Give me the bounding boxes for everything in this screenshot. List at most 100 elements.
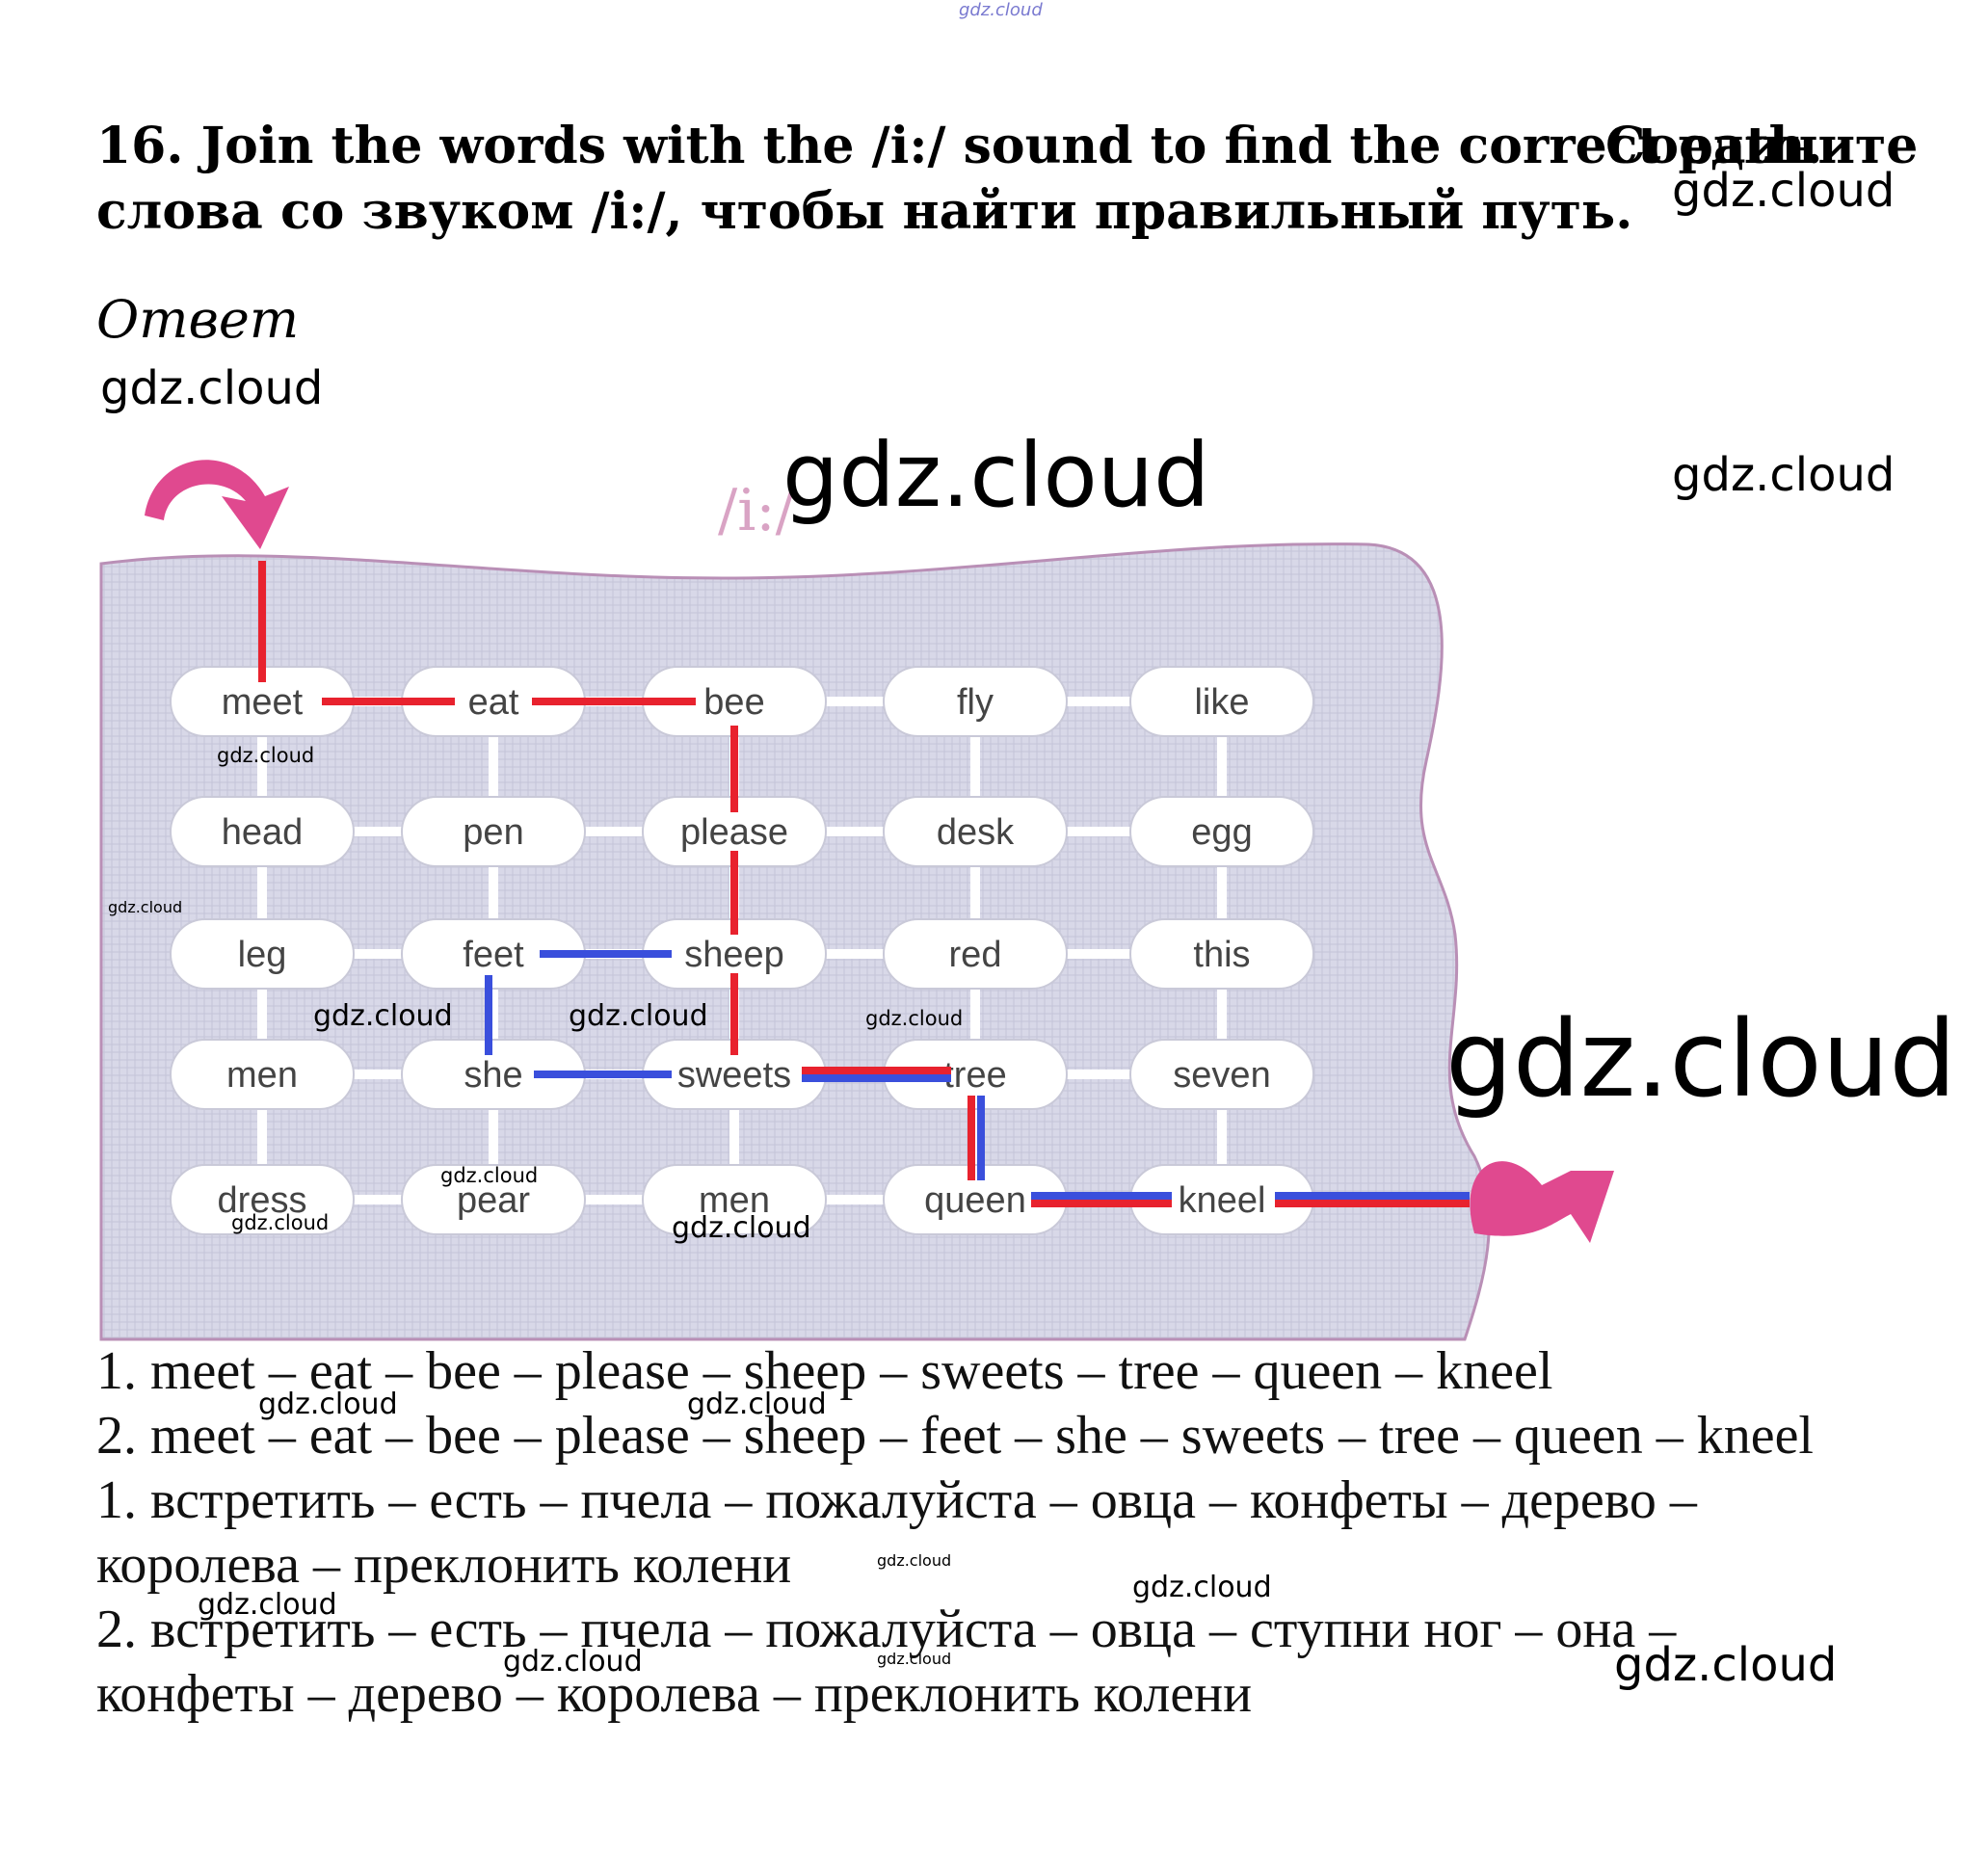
word-cell: kneel [1129,1164,1314,1235]
task-statement: 16. Join the words with the /i:/ sound t… [96,114,1918,241]
word-cell: tree [883,1039,1068,1110]
word-label: she [464,1055,522,1096]
watermark: gdz.cloud [440,1164,539,1187]
word-cell: pear [401,1164,586,1235]
word-label: eat [468,682,519,723]
word-label: bee [703,682,764,723]
word-pill [1129,666,1314,737]
word-pill [401,796,586,867]
answer-label: Ответ [96,289,300,350]
watermark: gdz.cloud [865,1007,964,1030]
task-russian-start: Соедините [1605,117,1919,175]
word-cell: please [642,796,827,867]
watermark: gdz.cloud [1132,1571,1272,1604]
word-label: dress [218,1180,307,1221]
task-english: 16. Join the words with the /i:/ sound t… [96,117,1823,175]
watermark: gdz.cloud [217,744,315,767]
answer-path-1-ru-line2: королева – преклонить колени [96,1535,792,1595]
watermark: gdz.cloud [569,999,708,1033]
word-pill [170,1039,355,1110]
word-label: desk [937,812,1015,853]
word-pill [401,1164,586,1235]
top-watermark: gdz.cloud [959,0,1043,20]
word-label: pen [463,812,523,853]
watermark: gdz.cloud [503,1645,643,1679]
answer-path-2-ru-line2: конфеты – дерево – королева – преклонить… [96,1664,1253,1724]
answer-path-1-en: 1. meet – eat – bee – please – sheep – s… [96,1341,1553,1401]
watermark: gdz.cloud [782,424,1210,527]
watermark: gdz.cloud [258,1388,398,1421]
word-cell: head [170,796,355,867]
word-cell: dress [170,1164,355,1235]
exit-arrow-icon [1470,1161,1614,1243]
word-label: pear [457,1180,530,1221]
word-label: sweets [677,1055,791,1096]
answers-block: 1. meet – eat – bee – please – sheep – s… [96,1339,1927,1727]
word-label: queen [924,1180,1026,1221]
watermark: gdz.cloud [198,1588,337,1622]
word-pill [642,1164,827,1235]
watermark: gdz.cloud [1672,164,1895,218]
word-pill [1129,918,1314,990]
word-cell: sweets [642,1039,827,1110]
answer-path-1-ru-line1: 1. встретить – есть – пчела – пожалуйста… [96,1470,1697,1530]
word-label: tree [943,1055,1006,1096]
watermark: gdz.cloud [108,898,183,916]
word-label: like [1194,682,1249,723]
word-cell: this [1129,918,1314,990]
puzzle-heading: /i:/ [718,477,796,544]
word-label: leg [238,935,287,975]
answer-path-2-ru-line1: 2. встретить – есть – пчела – пожалуйста… [96,1600,1677,1659]
word-cell: men [170,1039,355,1110]
word-label: seven [1173,1055,1270,1096]
watermark: gdz.cloud [100,361,324,415]
word-pill [170,918,355,990]
word-cell: feet [401,918,586,990]
watermark: gdz.cloud [877,1650,952,1668]
watermark: gdz.cloud [1614,1638,1838,1692]
word-label: sheep [684,935,784,975]
word-pill [170,796,355,867]
word-pill [1129,796,1314,867]
word-pill [883,666,1068,737]
word-pill [883,796,1068,867]
word-cell: red [883,918,1068,990]
entry-arrow-icon [145,460,289,549]
word-cell: seven [1129,1039,1314,1110]
word-label: head [222,812,304,853]
watermark: gdz.cloud [1672,448,1895,502]
word-cell: meet [170,666,355,737]
answer-path-2-en: 2. meet – eat – bee – please – sheep – f… [96,1406,1814,1466]
word-label: men [699,1180,770,1221]
watermark: gdz.cloud [672,1211,811,1245]
watermark: gdz.cloud [877,1551,952,1570]
word-label: please [680,812,788,853]
word-cell: men [642,1164,827,1235]
word-maze-puzzle: meet eat bee fly like head pen please desk egg leg… [99,460,1614,1341]
watermark: gdz.cloud [1445,997,1957,1121]
word-label: egg [1191,812,1252,853]
word-cell: sheep [642,918,827,990]
word-cell: egg [1129,796,1314,867]
word-label: kneel [1179,1180,1266,1221]
task-russian-rest: слова со звуком /i:/, чтобы найти правил… [96,182,1633,241]
word-pill [883,918,1068,990]
watermark: gdz.cloud [313,999,453,1033]
word-cell: fly [883,666,1068,737]
watermark: gdz.cloud [231,1211,330,1234]
word-grid: meet eat bee fly like head pen please desk egg leg… [170,666,1314,1235]
word-label: fly [957,682,994,723]
solution-paths [258,561,1470,1207]
word-label: feet [463,935,524,975]
word-cell: queen [883,1164,1068,1235]
word-cell: leg [170,918,355,990]
word-cell: like [1129,666,1314,737]
word-cell: desk [883,796,1068,867]
word-label: men [226,1055,298,1096]
word-label: this [1193,935,1250,975]
word-label: meet [222,682,304,723]
word-cell: pen [401,796,586,867]
watermark: gdz.cloud [687,1388,827,1421]
word-label: red [949,935,1002,975]
